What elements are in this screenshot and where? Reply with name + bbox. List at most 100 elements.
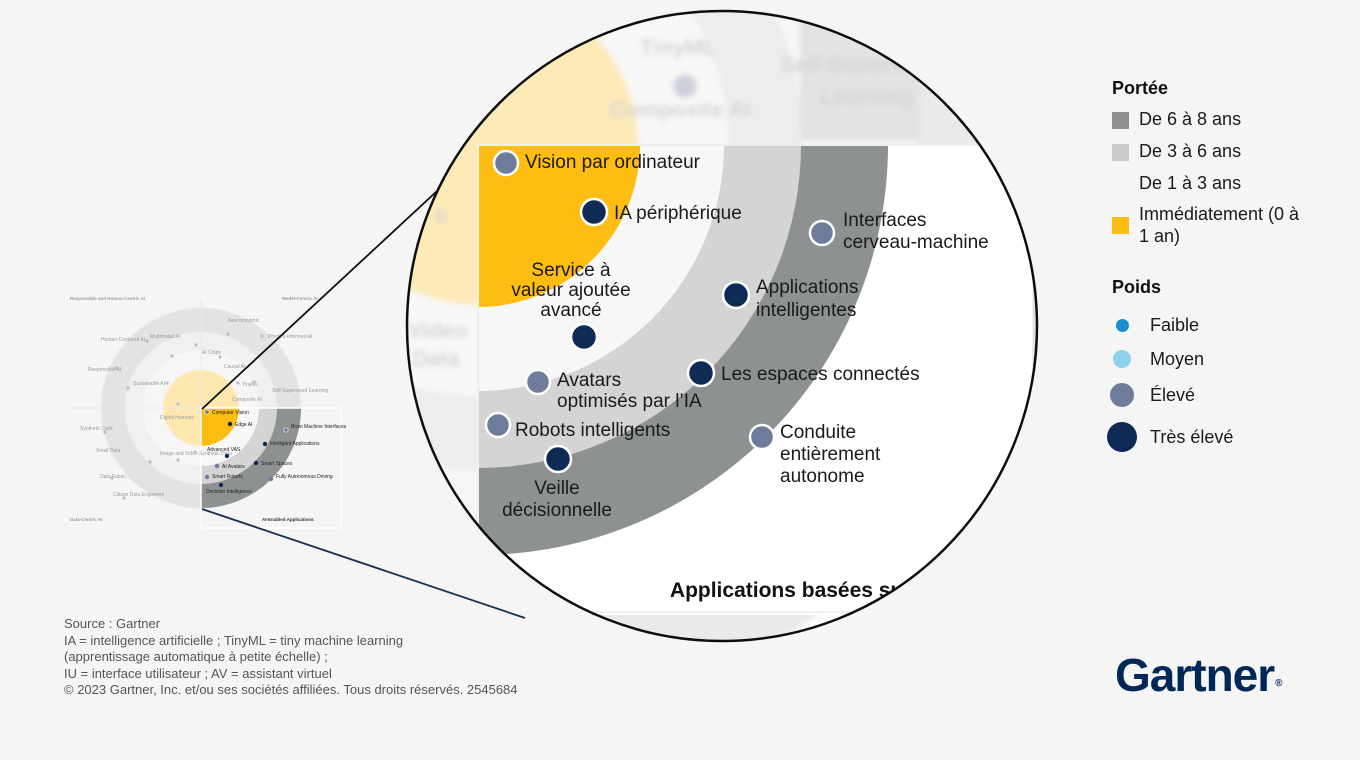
mini-label: AI Chips: [202, 350, 221, 356]
mini-label: Responsible AI: [88, 367, 121, 373]
mini-label: Brain Machine Interfaces: [291, 424, 347, 430]
mini-label: Decision Intelligence: [206, 489, 252, 495]
dot-robots: [484, 411, 512, 439]
legend-weight-moyen: Moyen: [1104, 342, 1344, 376]
mini-radar: Responsible and Human-Centric AI Model-C…: [70, 296, 347, 529]
mini-quadrant-title: Model-Centric AI: [282, 296, 318, 301]
legend-label: De 6 à 8 ans: [1139, 109, 1242, 129]
swatch: [1112, 112, 1129, 129]
dot-decision: [543, 444, 573, 474]
legend-label: Immédiatement (0 à 1 an): [1139, 204, 1300, 246]
legend-range-3-6: De 3 à 6 ans: [1104, 141, 1344, 173]
quadrant-title: Applications basées sur l’IA: [670, 579, 950, 602]
dot-moyen: [1113, 350, 1131, 368]
mini-label: Smart Robots: [212, 474, 243, 480]
mini-label: Small Data: [96, 448, 121, 454]
source-line: IU = interface utilisateur ; AV = assist…: [64, 665, 332, 681]
item-service-line3: avancé: [540, 300, 601, 321]
mini-quadrant-title: Responsible and Human-Centric AI: [70, 296, 145, 301]
source-line: IA = intelligence artificielle ; TinyML …: [64, 632, 404, 648]
mini-label: Human-Centered AI: [101, 337, 145, 343]
item-vision-par-ordinateur: Vision par ordinateur: [525, 152, 701, 173]
registered-mark: ®: [1275, 678, 1283, 689]
mini-label: Advanced VAS: [207, 447, 241, 453]
item-driving-line3: autonome: [780, 466, 865, 487]
legend-label: Faible: [1150, 314, 1200, 335]
item-robots-intelligents: Robots intelligents: [515, 420, 670, 441]
mini-label: AI Avatars: [222, 464, 245, 470]
item-apps-line2: intelligentes: [756, 300, 856, 321]
gartner-logo: Gartner®: [1115, 648, 1283, 702]
mini-label: Image and Video Synthetic Data: [160, 451, 232, 457]
dot-bci: [808, 219, 836, 247]
mini-label: Smart Spaces: [261, 461, 293, 467]
faded-label: Video: [408, 318, 468, 343]
mini-quadrant-title: AI-Enabled Applications: [262, 517, 314, 522]
legend-weight-tres-eleve: Très élevé: [1104, 414, 1344, 460]
mini-label: Intelligent Applications: [270, 441, 320, 447]
source-line: (apprentissage automatique à petite éche…: [64, 649, 328, 664]
mini-quadrant-title: Data-Centric AI: [70, 517, 102, 522]
dot-apps: [721, 280, 751, 310]
mini-label: Causal AI: [224, 364, 245, 370]
mini-label: Composite AI: [232, 397, 262, 403]
zoom-connector-bottom: [201, 508, 526, 619]
mini-label: TinyML: [242, 382, 258, 388]
mini-label: Digital Humans: [160, 415, 194, 421]
magnifier-lens: TinyML Composite AI Self-Supervised Lear…: [405, 9, 1039, 643]
faded-label: Composite AI: [610, 97, 751, 122]
legend-range-title: Portée: [1112, 78, 1169, 98]
item-apps-line1: Applications: [756, 277, 858, 298]
legend-weight-title: Poids: [1112, 277, 1162, 297]
legend-range-1-3: De 1 à 3 ans: [1104, 173, 1344, 203]
item-bi-line2: décisionnelle: [502, 500, 612, 521]
swatch: [1112, 144, 1129, 161]
item-avatars-line2: optimisés par l’IA: [557, 391, 702, 412]
mini-label: Sustainable AI: [133, 381, 165, 387]
dot-avatars: [524, 368, 552, 396]
item-avatars-line1: Avatars: [557, 370, 621, 391]
faded-label: Learning: [820, 84, 913, 109]
dot-tres-eleve: [1107, 422, 1137, 452]
dot-faible: [1115, 318, 1129, 332]
mini-label: Multimodal AI: [150, 334, 180, 340]
mini-radar-faded-labels: Responsible and Human-Centric AI Model-C…: [70, 296, 328, 522]
mini-label: Physics-Informed AI: [268, 334, 312, 340]
item-espaces-connectes: Les espaces connectés: [721, 364, 920, 385]
mini-label: Citizen Data Engineers: [113, 492, 165, 498]
item-bi-line1: Veille: [534, 478, 579, 499]
item-service-line2: valeur ajoutée: [511, 280, 630, 301]
legend-label: De 1 à 3 ans: [1139, 173, 1242, 193]
mini-label: Synthetic Data: [80, 426, 113, 432]
legend-label: Moyen: [1150, 348, 1205, 369]
legend-label: De 3 à 6 ans: [1139, 141, 1242, 161]
dot-service: [569, 322, 599, 352]
legend-label: Élevé: [1150, 384, 1196, 405]
legend-weight-eleve: Élevé: [1104, 376, 1344, 414]
swatch: [1112, 176, 1129, 193]
source-line: Source : Gartner: [64, 616, 161, 631]
legend: Portée De 6 à 8 ans De 3 à 6 ans De 1 à …: [1104, 78, 1344, 460]
dot-driving: [748, 423, 776, 451]
swatch: [1112, 217, 1129, 234]
legend-range-6-8: De 6 à 8 ans: [1104, 109, 1344, 141]
faded-label: Data: [412, 346, 460, 371]
legend-range-immediate: Immédiatement (0 à 1 an): [1104, 203, 1344, 263]
dot-spaces: [686, 358, 716, 388]
faded-label: Self-Supervised: [780, 52, 946, 77]
item-driving-line2: entièrement: [780, 444, 881, 465]
legend-weight-faible: Faible: [1104, 308, 1344, 342]
source-note: Source : Gartner IA = intelligence artif…: [64, 616, 604, 699]
dot-vision: [492, 149, 520, 177]
mini-label: Computer Vision: [212, 410, 249, 416]
faded-label: s: [435, 202, 447, 227]
faded-label: TinyML: [640, 35, 717, 60]
dot-eleve: [1110, 383, 1134, 407]
item-bci-line2: cerveau-machine: [843, 232, 989, 253]
item-bci-line1: Interfaces: [843, 210, 926, 231]
mini-label: Fully Autonomous Driving: [276, 474, 333, 480]
item-driving-line1: Conduite: [780, 422, 856, 443]
legend-label: Très élevé: [1150, 426, 1234, 447]
logo-text: Gartner: [1115, 649, 1275, 701]
